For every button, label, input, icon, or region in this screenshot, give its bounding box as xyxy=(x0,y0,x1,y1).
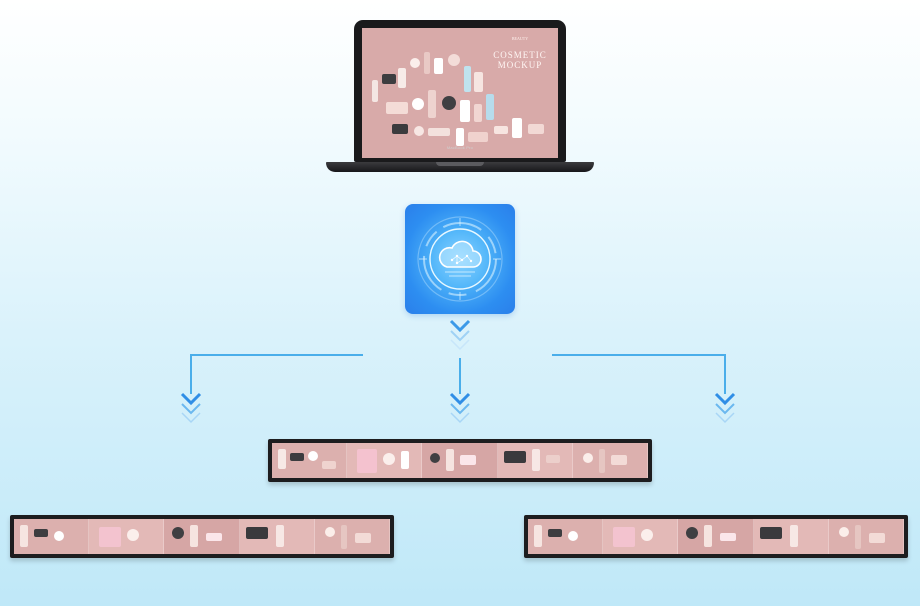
right-branch-line xyxy=(552,355,725,394)
display-screen xyxy=(272,443,648,478)
display-center xyxy=(268,439,652,482)
display-panel xyxy=(315,519,390,554)
left-branch-line xyxy=(191,355,363,394)
display-screen xyxy=(528,519,904,554)
display-right xyxy=(524,515,908,558)
display-panel xyxy=(829,519,904,554)
display-panel xyxy=(164,519,239,554)
display-panel xyxy=(14,519,89,554)
display-panel xyxy=(603,519,678,554)
display-panel xyxy=(528,519,603,554)
display-panel xyxy=(240,519,315,554)
display-screen xyxy=(14,519,390,554)
display-panel xyxy=(422,443,497,478)
display-panel xyxy=(754,519,829,554)
chevron-double-down-icon xyxy=(716,394,734,422)
display-panel xyxy=(89,519,164,554)
chevron-double-down-icon xyxy=(451,321,469,349)
display-panel xyxy=(498,443,573,478)
chevron-double-down-icon xyxy=(451,394,469,422)
display-panel xyxy=(347,443,422,478)
display-panel xyxy=(573,443,648,478)
display-left xyxy=(10,515,394,558)
display-panel xyxy=(678,519,753,554)
display-panel xyxy=(272,443,347,478)
chevron-double-down-icon xyxy=(182,394,200,422)
